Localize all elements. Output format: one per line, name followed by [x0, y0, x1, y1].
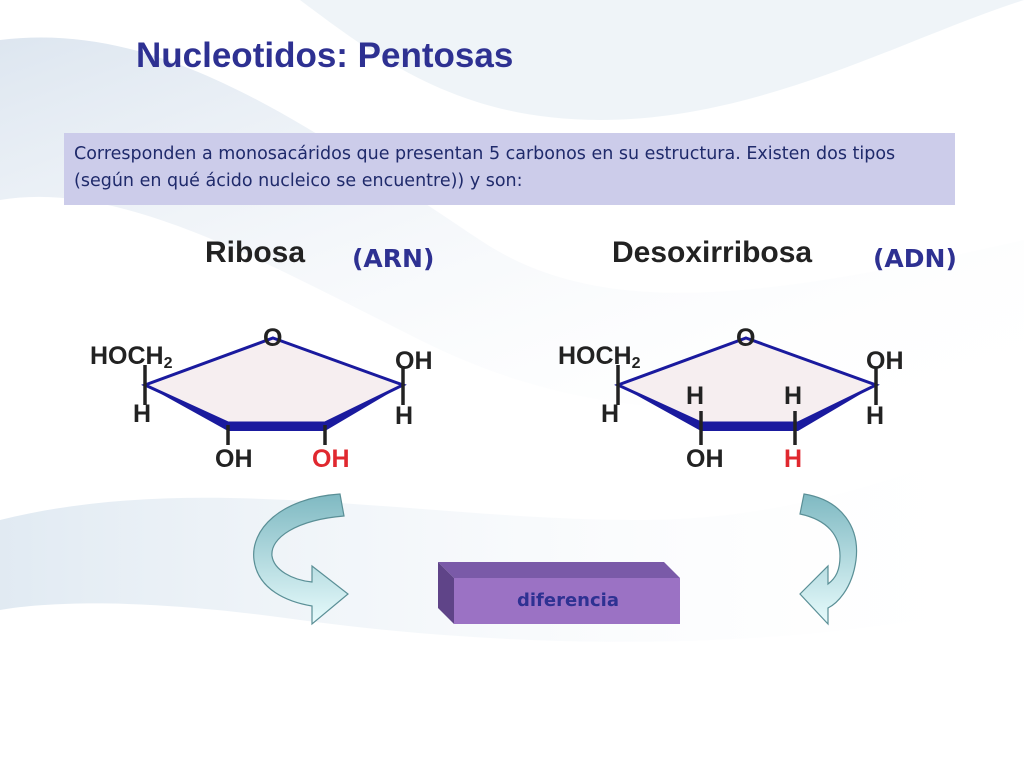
intro-text: Corresponden a monosacáridos que present… [74, 144, 896, 191]
ribose-ring-oxygen: O [263, 324, 283, 352]
right-curved-arrow-icon [799, 493, 858, 626]
deoxyribose-ring-oxygen: O [736, 324, 756, 352]
deoxyribose-c1-h: H [866, 402, 885, 430]
deoxyribose-ring [614, 336, 880, 445]
difference-box-shape [438, 562, 680, 624]
ribose-heading: Ribosa [205, 236, 306, 269]
ribose-acid-label: (ARN) [352, 244, 435, 273]
deoxyribose-acid-label: (ADN) [873, 244, 957, 273]
slide-title: Nucleotidos: Pentosas [136, 36, 514, 75]
ribose-structure: O HOCH2 H OH H OH OH [80, 315, 500, 485]
deoxyribose-c4-h: H [601, 400, 620, 428]
deoxyribose-c2-h: H [784, 445, 803, 473]
deoxyribose-heading: Desoxirribosa [612, 236, 813, 269]
ribose-ring [141, 336, 407, 445]
ribose-c1-h: H [395, 402, 414, 430]
difference-box: diferencia [438, 562, 680, 624]
left-curved-arrow-icon [253, 493, 349, 626]
ribose-c5-group: HOCH2 [90, 342, 173, 372]
difference-label: diferencia [517, 590, 619, 611]
deoxyribose-c3-h: H [686, 382, 705, 410]
ribose-c1-oh: OH [395, 347, 433, 375]
intro-text-box: Corresponden a monosacáridos que present… [64, 133, 955, 205]
deoxyribose-c3-oh: OH [686, 445, 724, 473]
ribose-c4-h: H [133, 400, 152, 428]
deoxyribose-c1-oh: OH [866, 347, 904, 375]
deoxyribose-c5-group: HOCH2 [558, 342, 641, 372]
ribose-c2-oh: OH [312, 445, 350, 473]
deoxyribose-c2-h-top: H [784, 382, 803, 410]
deoxyribose-structure: O HOCH2 H OH H H H OH H [553, 315, 973, 485]
ribose-c3-oh: OH [215, 445, 253, 473]
